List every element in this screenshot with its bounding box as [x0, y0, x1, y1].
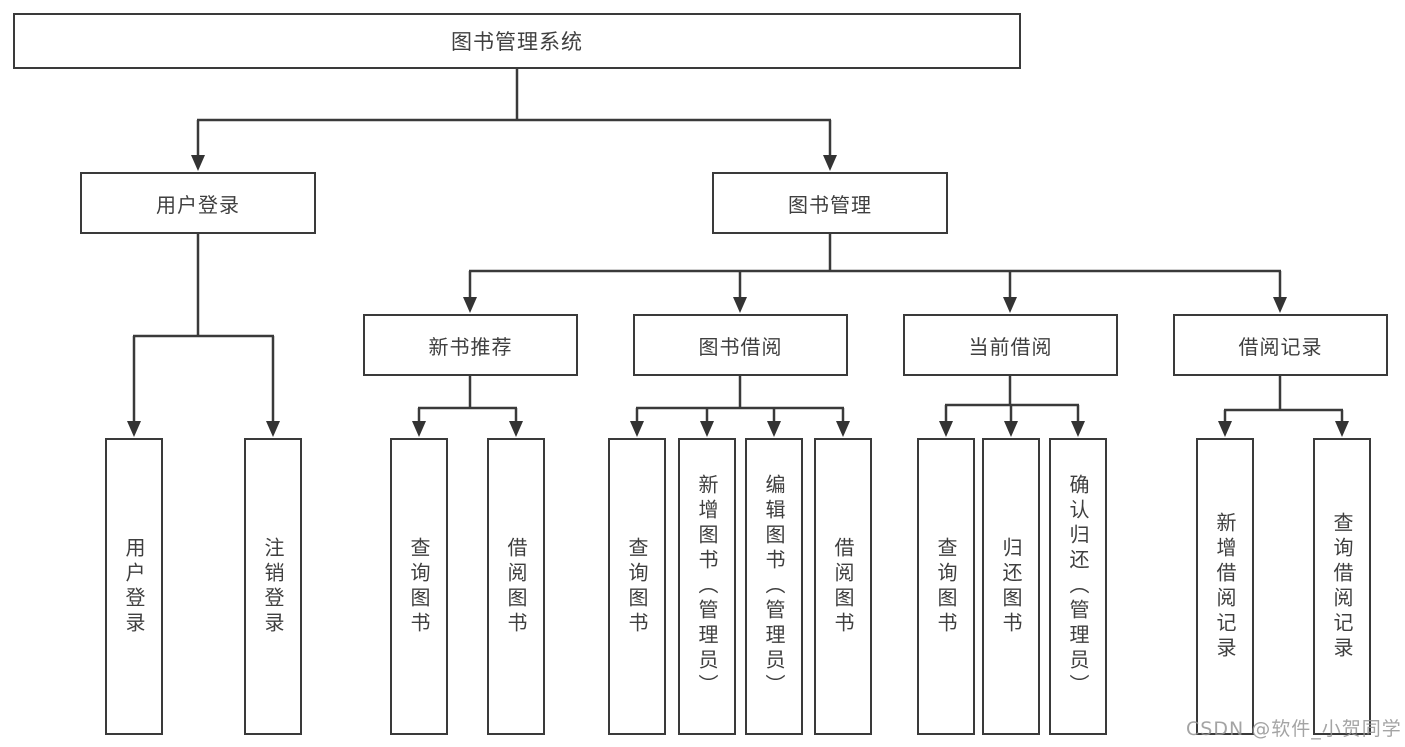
- node-label: 归还图书: [999, 536, 1023, 637]
- node-leaf-borrow-books: 借阅图书: [814, 438, 872, 735]
- node-root-library-system: 图书管理系统: [13, 13, 1021, 69]
- node-leaf-confirm-return-admin: 确认归还（管理员）: [1049, 438, 1107, 735]
- node-label: 查询图书: [934, 536, 958, 637]
- node-label: 用户登录: [122, 536, 146, 637]
- connector-userlogin-to-leaves: [132, 233, 275, 422]
- node-label: 查询图书: [407, 536, 431, 637]
- node-leaf-user-login: 用户登录: [105, 438, 163, 735]
- connector-bookborrow-to-leaves: [635, 375, 845, 422]
- node-user-login: 用户登录: [80, 172, 316, 234]
- node-leaf-query-books-recommend: 查询图书: [390, 438, 448, 735]
- node-current-borrowing: 当前借阅: [903, 314, 1118, 376]
- node-label: 编辑图书（管理员）: [762, 474, 786, 699]
- node-leaf-query-borrow-record: 查询借阅记录: [1313, 438, 1371, 735]
- node-label: 借阅图书: [504, 536, 528, 637]
- node-leaf-add-books-admin: 新增图书（管理员）: [678, 438, 736, 735]
- node-label: 查询图书: [625, 536, 649, 637]
- connector-records-to-leaves: [1223, 375, 1344, 422]
- node-label: 查询借阅记录: [1330, 511, 1354, 662]
- node-label: 新增图书（管理员）: [695, 474, 719, 699]
- node-leaf-edit-books-admin: 编辑图书（管理员）: [745, 438, 803, 735]
- node-leaf-query-books-current: 查询图书: [917, 438, 975, 735]
- node-label: 借阅图书: [831, 536, 855, 637]
- node-leaf-borrow-books-recommend: 借阅图书: [487, 438, 545, 735]
- node-book-borrowing: 图书借阅: [633, 314, 848, 376]
- node-book-management: 图书管理: [712, 172, 948, 234]
- connector-newbook-to-leaves: [417, 375, 518, 422]
- node-leaf-add-borrow-record: 新增借阅记录: [1196, 438, 1254, 735]
- node-label: 确认归还（管理员）: [1066, 474, 1090, 699]
- connector-currentborrow-to-leaves: [944, 375, 1080, 422]
- node-leaf-query-books-borrow: 查询图书: [608, 438, 666, 735]
- node-leaf-return-books: 归还图书: [982, 438, 1040, 735]
- node-label: 注销登录: [261, 536, 285, 637]
- watermark: CSDN @软件_小贺同学: [1186, 718, 1402, 740]
- connector-root-to-level2: [196, 67, 832, 156]
- connector-bookmgmt-to-level3: [468, 233, 1282, 298]
- node-label: 新增借阅记录: [1213, 511, 1237, 662]
- node-borrow-records: 借阅记录: [1173, 314, 1388, 376]
- node-leaf-logout: 注销登录: [244, 438, 302, 735]
- node-new-book-recommend: 新书推荐: [363, 314, 578, 376]
